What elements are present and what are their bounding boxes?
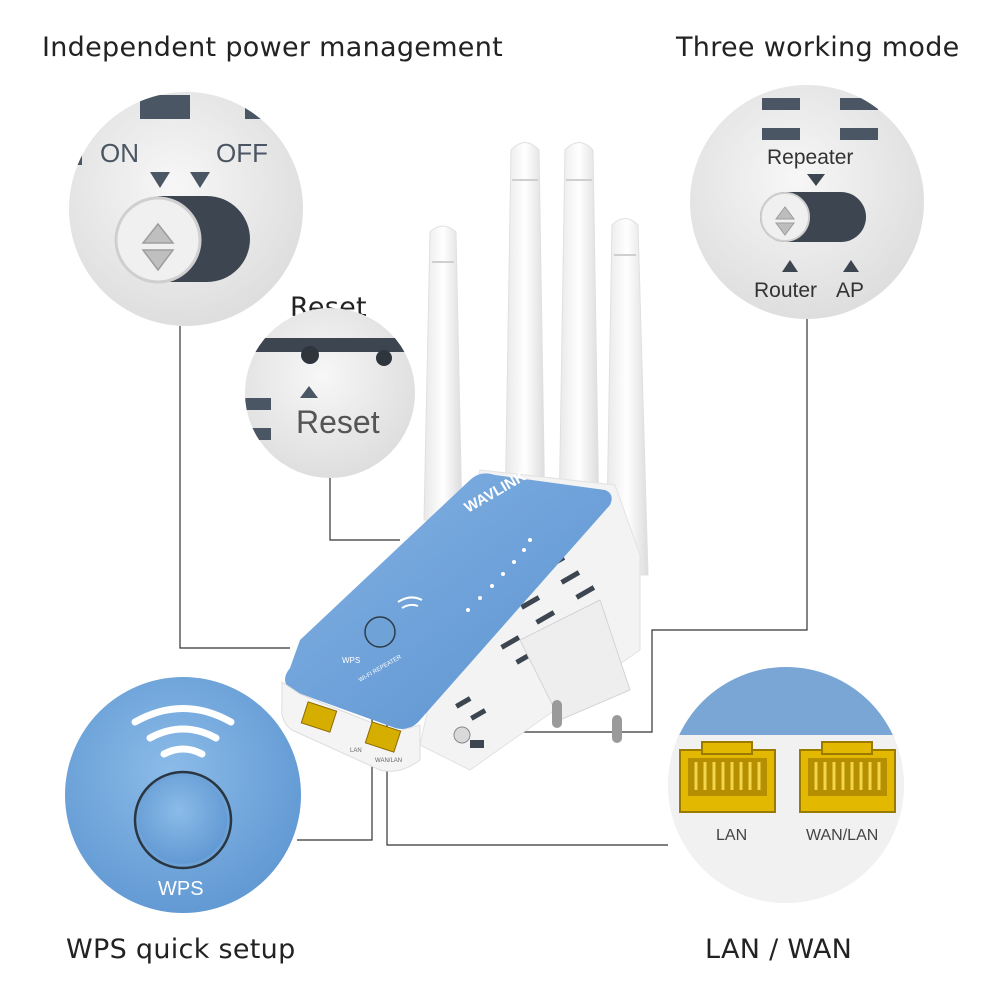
power-off-label: OFF [216,138,268,168]
mode-repeater-label: Repeater [767,146,853,169]
mode-router-label: Router [754,279,817,302]
repeater-device: LAN WAN/LAN WAVLINK WPS WI-FI REPEATER [281,142,649,772]
status-leds [466,538,532,612]
caption-working-mode: Three working mode [676,32,960,63]
mode-ap-label: AP [836,279,864,302]
port-wan-label: WAN/LAN [806,827,878,844]
device-wps-label: WPS [342,656,360,665]
power-switch-zoom: ON OFF [69,92,303,326]
caption-lan-wan: LAN / WAN [705,934,853,965]
caption-wps: WPS quick setup [66,934,296,965]
wps-zoom-label: WPS [158,878,204,900]
wps-zoom: WPS [65,677,301,913]
caption-power-management: Independent power management [42,32,504,63]
reset-zoom-label: Reset [296,404,380,440]
lan-wan-zoom: LAN WAN/LAN [668,667,904,903]
power-on-label: ON [100,138,139,168]
callout-lines [179,319,808,846]
reset-zoom: Reset [245,308,415,478]
antennas [423,142,649,576]
port-lan-label: LAN [716,827,747,844]
device-port-wan-label: WAN/LAN [375,758,402,764]
device-port-lan-label: LAN [350,748,362,754]
mode-switch-zoom: Repeater Router AP [690,85,924,319]
